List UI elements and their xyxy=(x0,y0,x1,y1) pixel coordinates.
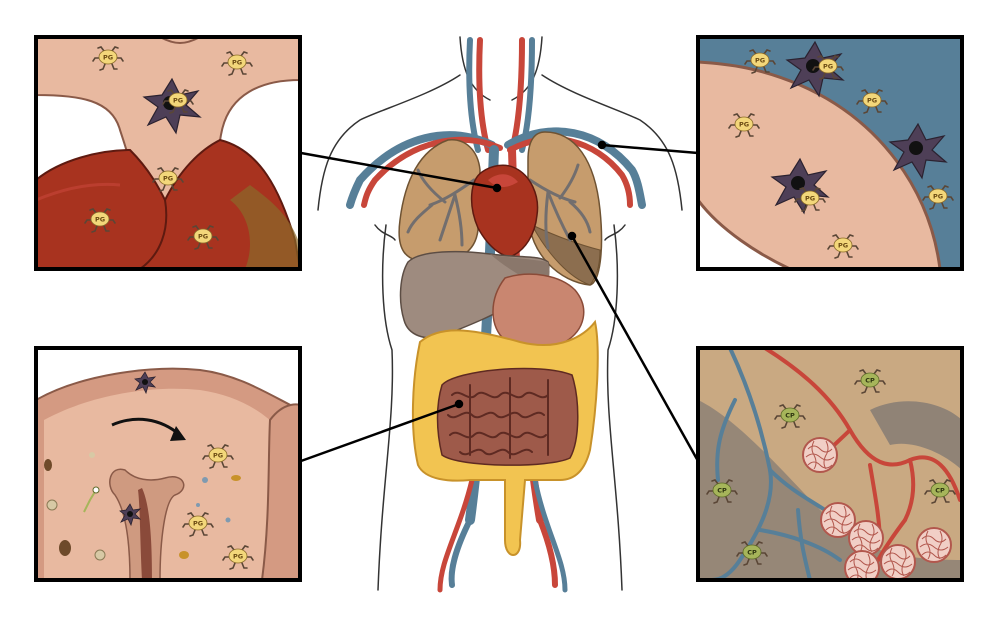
cp-label: CP xyxy=(865,377,875,385)
cp-label: CP xyxy=(747,549,757,557)
pg-label: PG xyxy=(232,59,242,67)
pg-label: PG xyxy=(198,233,208,241)
torso-outline xyxy=(317,36,683,591)
pg-label: PG xyxy=(805,195,815,203)
small-intestine xyxy=(436,367,579,466)
pg-labels: PG PG PG PG PG PG xyxy=(95,54,242,241)
pg-label: PG xyxy=(103,54,113,62)
pg-label: PG xyxy=(163,175,173,183)
pg-label: PG xyxy=(213,452,223,460)
pg-label: PG xyxy=(233,553,243,561)
pg-label: PG xyxy=(867,97,877,105)
heart-tissue-panel: PG PG PG PG PG PG xyxy=(34,35,302,271)
pg-label: PG xyxy=(739,121,749,129)
pg-label: PG xyxy=(823,63,833,71)
lung-panel: CP CP CP CP CP xyxy=(696,346,964,582)
heart xyxy=(470,164,539,258)
pg-label: PG xyxy=(755,57,765,65)
pg-label: PG xyxy=(173,97,183,105)
right-lung xyxy=(527,131,603,286)
pg-label: PG xyxy=(95,216,105,224)
vessel-wall-panel: PG PG PG PG PG PG PG xyxy=(696,35,964,271)
pg-label: PG xyxy=(933,193,943,201)
pg-label: PG xyxy=(838,242,848,250)
cp-label: CP xyxy=(785,412,795,420)
cp-label: CP xyxy=(935,487,945,495)
intestine-panel: PG PG PG xyxy=(34,346,302,582)
left-lung xyxy=(398,139,481,263)
connector-lines xyxy=(300,140,700,463)
cp-label: CP xyxy=(717,487,727,495)
pg-label: PG xyxy=(193,520,203,528)
